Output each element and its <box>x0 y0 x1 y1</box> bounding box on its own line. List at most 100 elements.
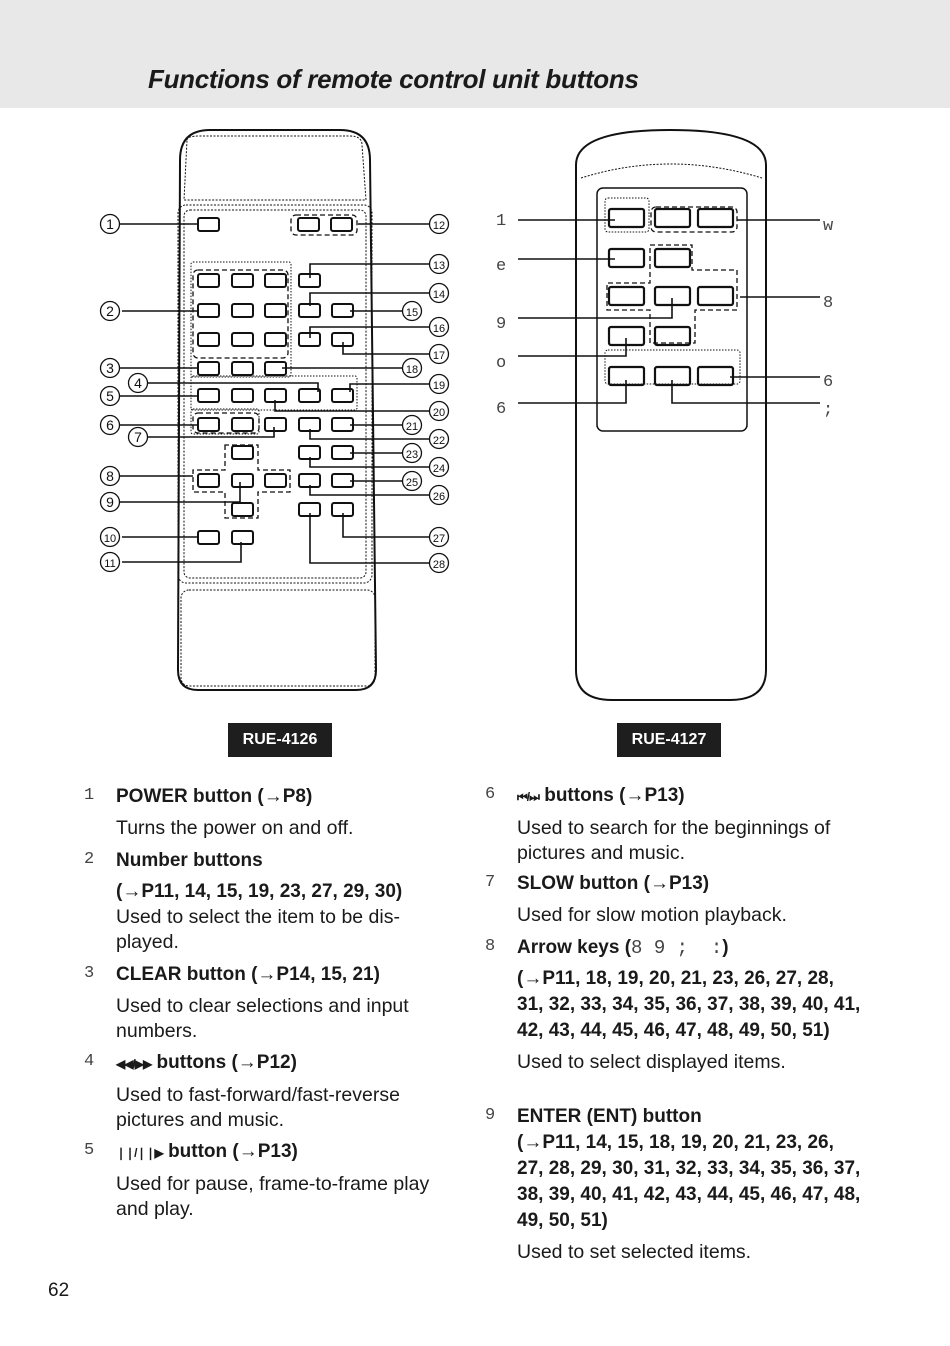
remote-button <box>264 332 287 347</box>
callout-2: 2 <box>99 300 121 322</box>
item-heading: CLEAR button (→P14, 15, 21) <box>116 964 380 985</box>
remote-button <box>197 361 220 376</box>
item-heading: SLOW button (→P13) <box>517 873 710 894</box>
callout-12: 12 <box>428 213 450 235</box>
callout-22: 22 <box>428 428 450 450</box>
remote-button <box>231 273 254 288</box>
model-badge-rue-4126: RUE-4126 <box>228 723 332 757</box>
item-page-refs: (→P11, 14, 15, 19, 23, 27, 29, 30) <box>116 881 403 902</box>
callout-26: 26 <box>428 484 450 506</box>
svg-text:1: 1 <box>106 216 114 232</box>
right-leader-lines <box>518 219 820 404</box>
remote-button <box>231 502 254 517</box>
callout-9: 9 <box>496 315 506 334</box>
item-skip: 6 ⏮/⏭ buttons (→P13) Used to search for … <box>485 783 877 866</box>
remote-button <box>264 417 287 432</box>
callout-;: ; <box>823 401 833 420</box>
svg-text:13: 13 <box>433 260 445 272</box>
callout-10: 10 <box>99 526 121 548</box>
item-page-refs: (→P11, 14, 15, 18, 19, 20, 21, 23, 26, 2… <box>517 1132 861 1231</box>
item-number: 5 <box>84 1141 95 1160</box>
item-description: Used to select displayed items. <box>517 1051 786 1073</box>
remote-button <box>264 473 287 488</box>
remote-rue-4127 <box>575 128 767 701</box>
remote-button <box>197 388 220 403</box>
item-description: Used to clear selections and input numbe… <box>116 995 409 1042</box>
svg-text:17: 17 <box>433 350 445 362</box>
callout-27: 27 <box>428 526 450 548</box>
svg-text:5: 5 <box>106 388 114 404</box>
header-band <box>0 0 950 108</box>
callout-8: 8 <box>823 294 833 313</box>
item-description: Used to fast-forward/fast-reverse pictur… <box>116 1084 400 1131</box>
callout-13: 13 <box>428 253 450 275</box>
remote-button <box>231 361 254 376</box>
item-heading: ENTER (ENT) button <box>517 1106 702 1127</box>
skip-previous-next-icon: ⏮/⏭ <box>517 790 540 804</box>
remote-button <box>696 207 735 229</box>
callout-23: 23 <box>401 442 423 464</box>
svg-text:23: 23 <box>406 449 418 461</box>
remote-button <box>197 417 220 432</box>
left-remote-buttons <box>197 217 354 545</box>
rewind-fast-forward-icon: ◀◀/▶▶ <box>116 1057 152 1071</box>
remote-button <box>331 417 354 432</box>
remote-button <box>298 388 321 403</box>
item-number: 9 <box>485 1106 496 1125</box>
item-power: 1 POWER button (→P8) Turns the power on … <box>84 784 476 841</box>
remote-button <box>231 445 254 460</box>
callout-o: o <box>496 354 506 373</box>
remote-button <box>231 303 254 318</box>
remote-button <box>331 388 354 403</box>
model-badge-rue-4127: RUE-4127 <box>617 723 721 757</box>
left-remote-groups <box>190 214 358 519</box>
callout-20: 20 <box>428 400 450 422</box>
remote-button <box>653 247 692 269</box>
svg-text:2: 2 <box>106 303 114 319</box>
heading-suffix: ) <box>722 937 729 958</box>
svg-text:7: 7 <box>134 429 142 445</box>
remote-button <box>653 207 692 229</box>
remote-button <box>231 417 254 432</box>
callout-1: 1 <box>99 213 121 235</box>
item-fast-forward-reverse: 4 ◀◀/▶▶ buttons (→P12) Used to fast-forw… <box>84 1050 476 1133</box>
svg-text:16: 16 <box>433 323 445 335</box>
remote-button <box>231 473 254 488</box>
svg-text:10: 10 <box>104 533 116 545</box>
item-heading: buttons (→P12) <box>156 1052 297 1073</box>
remote-button <box>696 285 735 307</box>
svg-text:25: 25 <box>406 477 418 489</box>
svg-text:24: 24 <box>433 463 445 475</box>
remote-button <box>197 473 220 488</box>
remote-button <box>197 530 220 545</box>
page-number: 62 <box>48 1280 70 1301</box>
item-number: 8 <box>485 937 496 956</box>
callout-6: 6 <box>99 414 121 436</box>
svg-text:15: 15 <box>406 307 418 319</box>
remote-button <box>231 332 254 347</box>
item-description: Turns the power on and off. <box>116 817 354 839</box>
svg-text:26: 26 <box>433 491 445 503</box>
callout-8: 8 <box>99 465 121 487</box>
item-number: 6 <box>485 785 496 804</box>
svg-text:9: 9 <box>106 494 114 510</box>
item-arrow-keys: 8 Arrow keys (8 9 ; :) (→P11, 18, 19, 20… <box>485 935 877 1075</box>
callout-19: 19 <box>428 373 450 395</box>
item-number: 4 <box>84 1052 95 1071</box>
svg-text:3: 3 <box>106 360 114 376</box>
item-number: 3 <box>84 964 95 983</box>
callout-4: 4 <box>127 372 149 394</box>
callout-15: 15 <box>401 300 423 322</box>
item-description: Used to set selected items. <box>517 1241 752 1263</box>
item-clear: 3 CLEAR button (→P14, 15, 21) Used to cl… <box>84 962 476 1044</box>
item-heading: button (→P13) <box>168 1141 298 1162</box>
remote-button <box>197 273 220 288</box>
svg-text:11: 11 <box>104 558 115 570</box>
callout-6: 6 <box>496 400 506 419</box>
remote-button <box>607 247 646 269</box>
item-heading: buttons (→P13) <box>544 785 685 806</box>
remote-button <box>331 303 354 318</box>
svg-text:27: 27 <box>433 533 445 545</box>
callout-21: 21 <box>401 414 423 436</box>
